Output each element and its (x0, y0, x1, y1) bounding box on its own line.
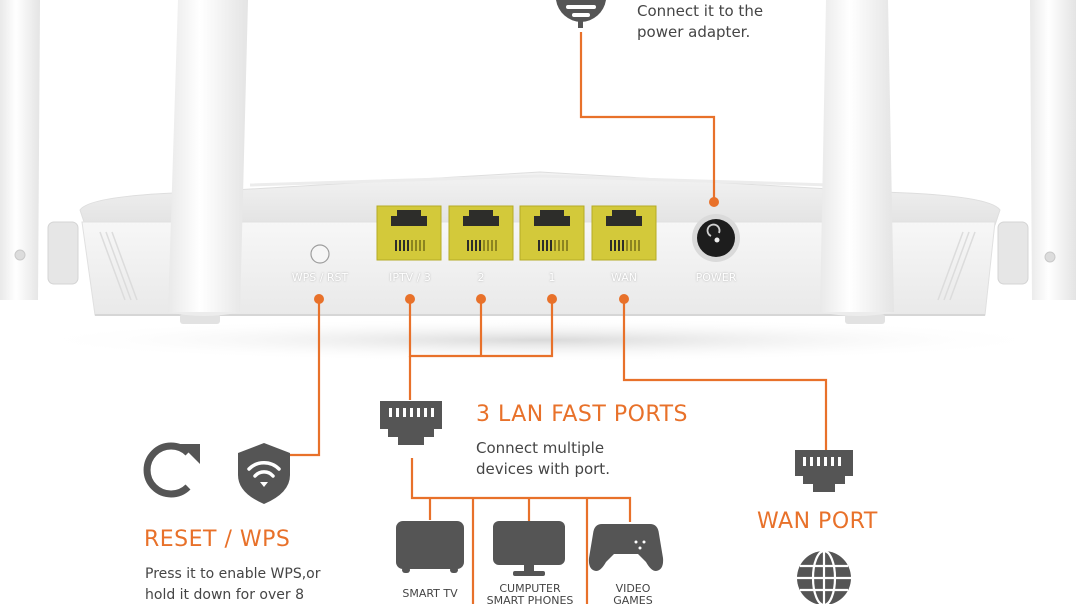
port-label-lan1: 1 (548, 271, 556, 284)
ethernet-port-lan1[interactable] (519, 205, 585, 261)
device-label-line: SMART PHONES (486, 594, 574, 607)
device-label-line: CUMPUTER (499, 582, 561, 595)
vent-left (99, 231, 138, 301)
reset-wps-heading: RESET / WPS (144, 527, 291, 552)
connector-lines (289, 32, 828, 604)
connector-dots (314, 197, 719, 304)
lan-description-line-2: devices with port. (476, 460, 610, 478)
device-label-line: VIDEO (615, 582, 651, 595)
wps-button (310, 244, 330, 264)
antenna-inner-right (820, 0, 894, 316)
monitor-icon (493, 521, 565, 576)
tv-icon (396, 521, 464, 573)
wan-heading: WAN PORT (757, 509, 878, 534)
port-label-wan: WAN (610, 271, 638, 284)
reset-description-line-2: hold it down for over 8 (145, 587, 304, 603)
ethernet-port-iptv3[interactable] (376, 205, 442, 261)
antenna-far-left (0, 0, 40, 300)
gamepad-icon (588, 524, 664, 571)
power-description: Connect it to the power adapter. (637, 1, 763, 43)
power-jack (692, 214, 740, 262)
vent-right (937, 231, 976, 301)
lan-heading: 3 LAN FAST PORTS (476, 402, 689, 427)
power-plug-icon (556, 0, 606, 28)
device-label-video-games: VIDEO GAMES (598, 583, 668, 607)
device-label-computer: CUMPUTER SMART PHONES (478, 583, 582, 607)
hinge-left (47, 221, 79, 285)
port-label-iptv3: IPTV / 3 (389, 271, 431, 284)
ethernet-port-icon-wan (795, 450, 853, 492)
lan-description-line-1: Connect multiple (476, 439, 605, 457)
ethernet-port-wan[interactable] (591, 205, 657, 261)
antenna-inner-left (168, 0, 248, 316)
port-label-wps-rst: WPS / RST (291, 271, 349, 284)
reset-wps-description: Press it to enable WPS,or hold it down f… (145, 564, 320, 606)
power-description-line-1: Connect it to the (637, 2, 764, 20)
port-label-lan2: 2 (477, 271, 485, 284)
lan-description: Connect multiple devices with port. (476, 438, 610, 480)
globe-icon (797, 549, 851, 604)
port-label-power: POWER (695, 271, 737, 284)
hinge-right (997, 221, 1029, 285)
reset-icon (143, 442, 200, 498)
wifi-shield-icon (238, 443, 290, 504)
reset-description-line-1: Press it to enable WPS,or (145, 566, 321, 582)
router-shadow (20, 318, 1060, 362)
ethernet-port-lan2[interactable] (448, 205, 514, 261)
device-label-line: SMART TV (402, 587, 458, 600)
device-label-line: GAMES (613, 594, 653, 607)
ethernet-port-icon (380, 401, 442, 445)
device-label-smart-tv: SMART TV (390, 588, 470, 600)
antenna-far-right (1030, 0, 1076, 300)
power-description-line-2: power adapter. (637, 23, 751, 41)
